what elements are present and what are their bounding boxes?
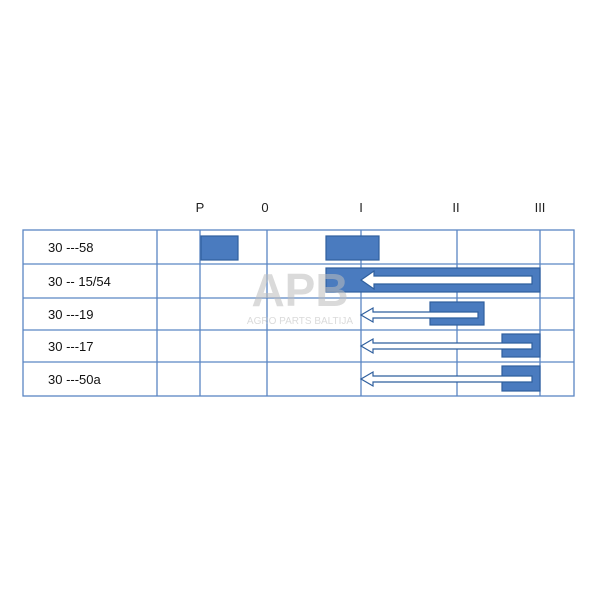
watermark-logo: APB xyxy=(251,264,348,316)
table-border xyxy=(22,229,575,397)
arrow-50a-return xyxy=(359,370,533,388)
row-label-19: 30 ---19 xyxy=(48,307,94,322)
bar-58-position-i xyxy=(325,235,380,261)
row-labels: 30 ---58 30 -- 15/54 30 ---19 30 ---17 3… xyxy=(48,240,111,387)
column-headers: P 0 I II III xyxy=(196,200,546,215)
header-p: P xyxy=(196,200,205,215)
header-i: I xyxy=(359,200,363,215)
arrow-17-return xyxy=(359,337,533,355)
row-label-50a: 30 ---50a xyxy=(48,372,102,387)
watermark: APB AGRO PARTS BALTIJA xyxy=(247,264,353,327)
row-label-17: 30 ---17 xyxy=(48,339,94,354)
header-ii: II xyxy=(452,200,459,215)
header-iii: III xyxy=(535,200,546,215)
row-label-15-54: 30 -- 15/54 xyxy=(48,274,111,289)
arrow-19-return xyxy=(359,306,479,324)
arrow-15-54-return xyxy=(359,269,533,291)
bar-58-position-p xyxy=(200,235,239,261)
watermark-text: AGRO PARTS BALTIJA xyxy=(247,316,353,327)
row-label-58: 30 ---58 xyxy=(48,240,94,255)
position-markers xyxy=(200,235,541,392)
header-0: 0 xyxy=(261,200,268,215)
